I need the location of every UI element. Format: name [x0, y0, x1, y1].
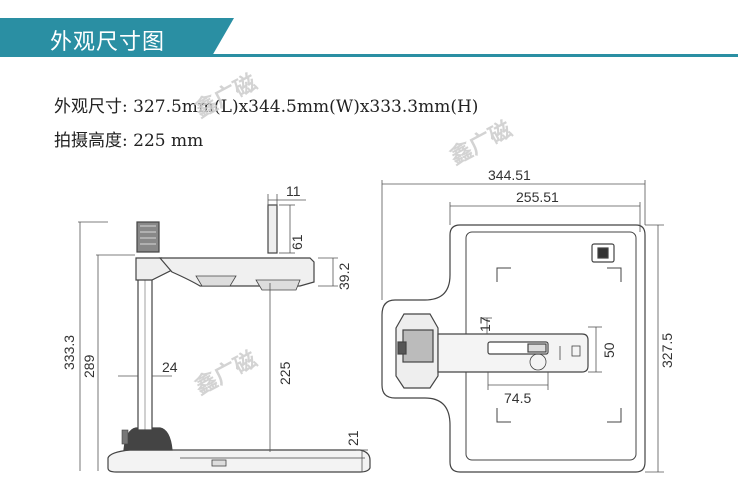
base-plate — [107, 449, 371, 473]
watermark-3: 鑫广磁 — [191, 346, 261, 399]
dim-camera-width: 50 — [601, 342, 617, 358]
dim-shoot-height: 225 — [277, 361, 293, 385]
dim-arm-length: 74.5 — [504, 390, 531, 406]
dim-camera-height: 61 — [289, 234, 305, 250]
top-view — [381, 224, 646, 473]
dim-arm-height: 39.2 — [336, 263, 352, 290]
header-tab — [0, 18, 212, 56]
dim-column-width: 24 — [162, 359, 178, 375]
side-view — [107, 204, 371, 473]
dim-top-width: 11 — [286, 183, 301, 199]
dim-column-height: 289 — [81, 354, 97, 378]
dim-pad-width: 255.51 — [516, 189, 559, 205]
header-divider — [0, 54, 738, 57]
camera-head — [267, 204, 278, 254]
watermark-1: 鑫广磁 — [191, 69, 261, 122]
column-foot — [123, 427, 173, 451]
side-dimension-lines — [78, 194, 368, 472]
header-tab-tail — [212, 18, 234, 56]
dim-total-height: 333.3 — [61, 335, 77, 370]
side-dimension-labels: 11 61 39.2 333.3 289 24 225 21 — [61, 183, 361, 446]
dim-depth: 327.5 — [659, 333, 675, 368]
base-button — [211, 459, 227, 467]
dim-arm-offset: 17 — [477, 316, 493, 332]
dim-total-width: 344.51 — [488, 167, 531, 183]
dim-base-height: 21 — [345, 430, 361, 446]
spec-dimensions: 外观尺寸: 327.5mm(L)x344.5mm(W)x333.3mm(H) — [54, 97, 479, 117]
watermark-2: 鑫广磁 — [446, 116, 516, 169]
section-title: 外观尺寸图 — [50, 30, 166, 55]
top-dimension-lines — [381, 180, 664, 473]
spec-shooting-height: 拍摄高度: 225 mm — [54, 131, 204, 151]
top-dimension-labels: 344.51 255.51 327.5 17 50 74.5 — [477, 167, 675, 406]
